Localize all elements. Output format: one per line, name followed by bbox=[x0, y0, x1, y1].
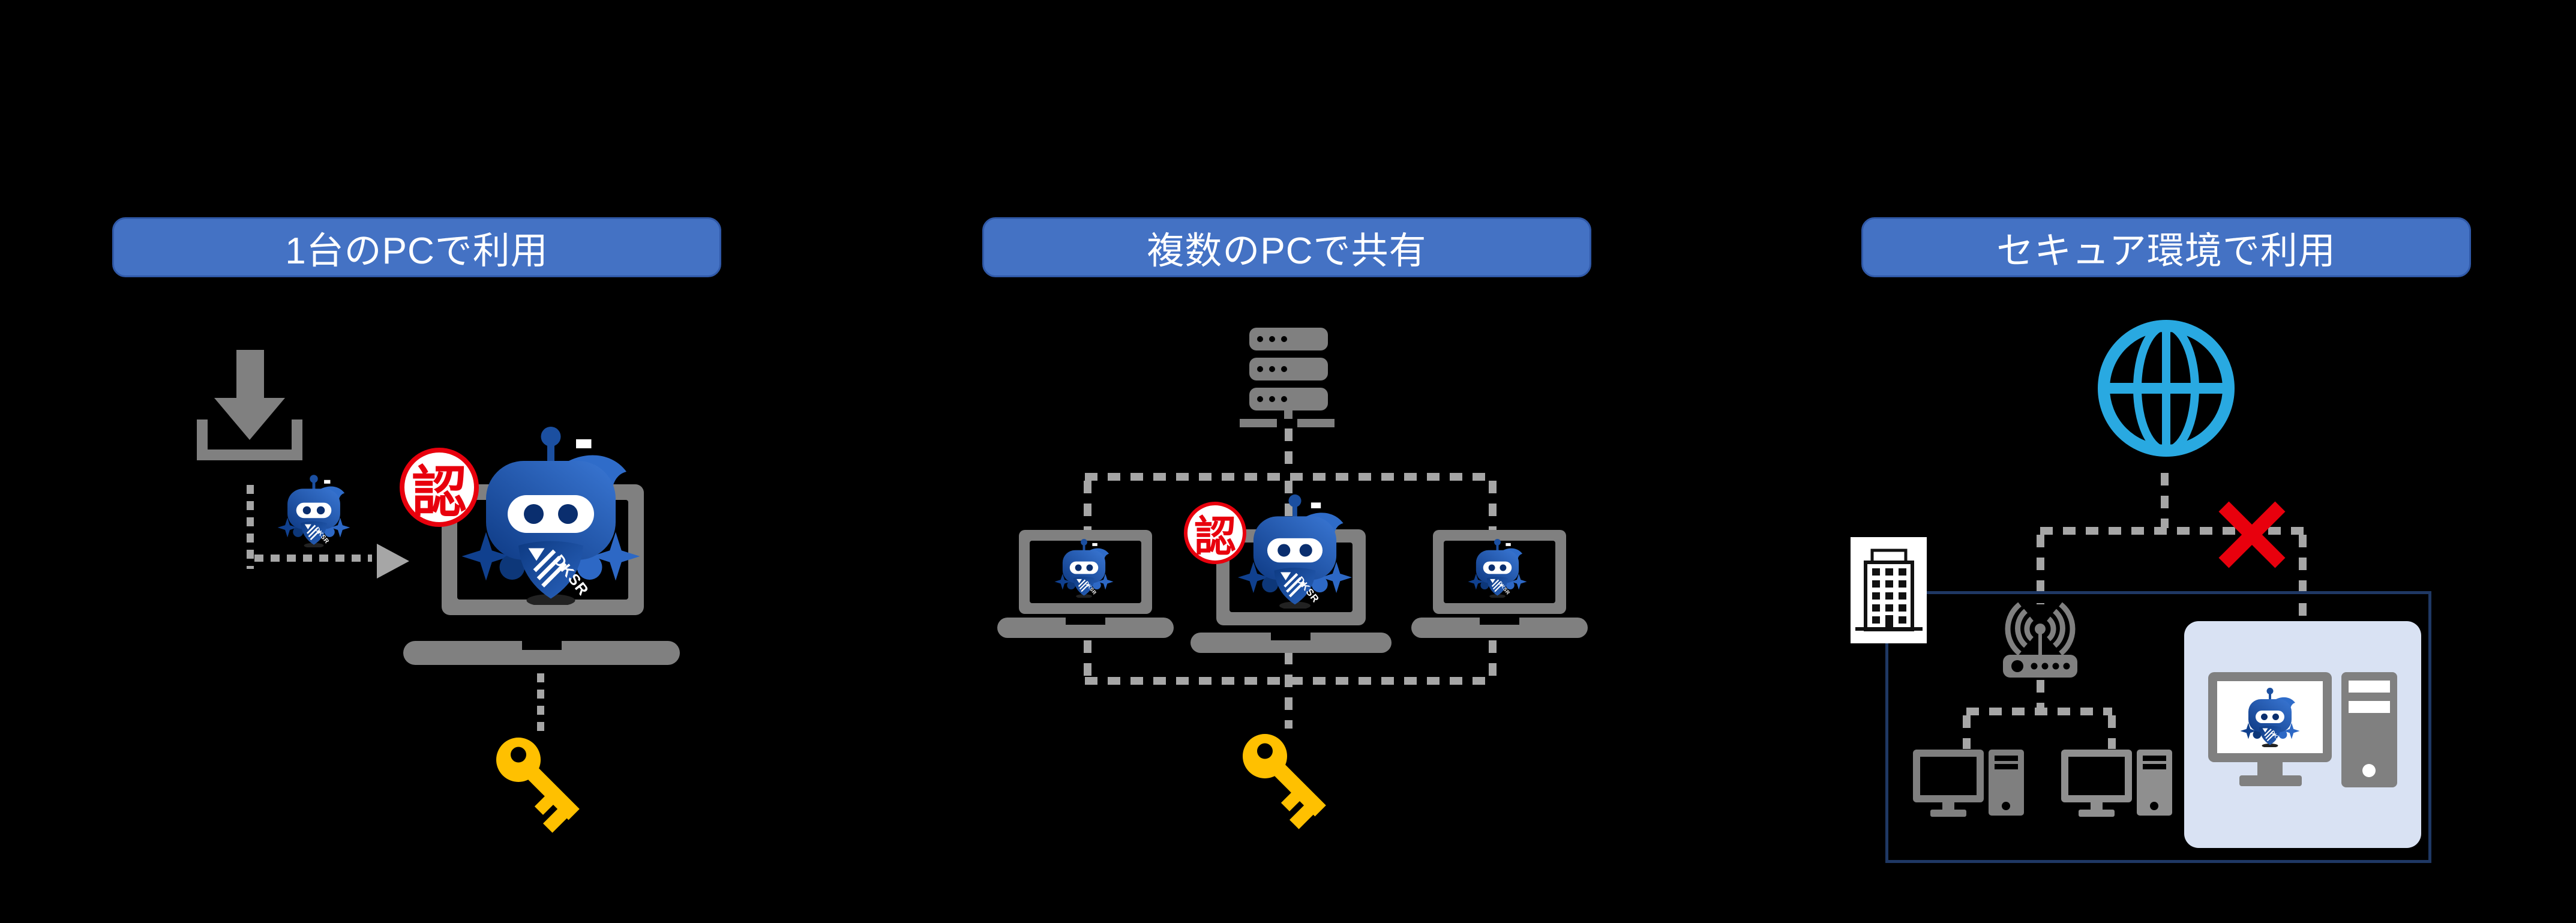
panel-title: 1台のPCで利用 bbox=[285, 230, 548, 272]
server-icon bbox=[1240, 328, 1335, 427]
auth-stamp-label: 認 bbox=[411, 462, 467, 523]
pc1-connector bbox=[1963, 715, 1971, 749]
lan-connector-horizontal bbox=[1966, 708, 2112, 715]
install-arrow-icon bbox=[377, 544, 409, 579]
robot-mascot-icon bbox=[1054, 538, 1114, 598]
panel-title: セキュア環境で利用 bbox=[1996, 230, 2336, 272]
secure-pc-branch-connector bbox=[2299, 535, 2307, 621]
robot-mascot-icon bbox=[277, 474, 350, 547]
internet-connector bbox=[2161, 473, 2169, 528]
panel-title: 複数のPCで共有 bbox=[1147, 230, 1427, 272]
internet-globe-icon bbox=[2098, 320, 2235, 457]
pc2-connector bbox=[2108, 715, 2116, 749]
robot-mascot-icon bbox=[1237, 493, 1353, 609]
desktop-pc-icon bbox=[2061, 750, 2172, 819]
key-connector bbox=[1285, 652, 1293, 729]
router-branch-connector bbox=[2037, 535, 2044, 604]
desktop-pc-icon bbox=[1913, 750, 2024, 819]
license-key-icon bbox=[492, 733, 592, 837]
wifi-router-icon bbox=[2003, 602, 2077, 678]
download-icon bbox=[197, 350, 302, 460]
secure-zone-boundary bbox=[1885, 591, 2431, 863]
license-key-icon bbox=[1238, 730, 1338, 833]
server-connector bbox=[1285, 428, 1293, 474]
auth-stamp-badge: 認 bbox=[1184, 502, 1246, 564]
network-connector-top bbox=[1085, 473, 1495, 481]
install-path-connector-vertical bbox=[247, 485, 254, 569]
blocked-x-icon bbox=[2218, 501, 2286, 568]
robot-mascot-icon bbox=[461, 425, 641, 605]
secure-desktop-pc-icon bbox=[2208, 672, 2397, 787]
auth-stamp-badge: 認 bbox=[400, 448, 479, 527]
install-path-connector-horizontal bbox=[254, 555, 372, 562]
panel-title-banner: 複数のPCで共有 bbox=[982, 217, 1591, 277]
robot-mascot-icon bbox=[1468, 538, 1527, 598]
key-connector bbox=[537, 673, 544, 731]
panel-secure-environment: セキュア環境で利用 bbox=[1848, 0, 2544, 923]
office-building-icon bbox=[1851, 537, 1927, 643]
panel-title-banner: 1台のPCで利用 bbox=[112, 217, 721, 277]
auth-stamp-label: 認 bbox=[1194, 513, 1236, 560]
panel-multi-pc-share: 複数のPCで共有 認 bbox=[978, 0, 1650, 923]
panel-title-banner: セキュア環境で利用 bbox=[1861, 217, 2471, 277]
lan-connector bbox=[2037, 680, 2044, 708]
panel-single-pc: 1台のPCで利用 認 bbox=[108, 0, 780, 923]
